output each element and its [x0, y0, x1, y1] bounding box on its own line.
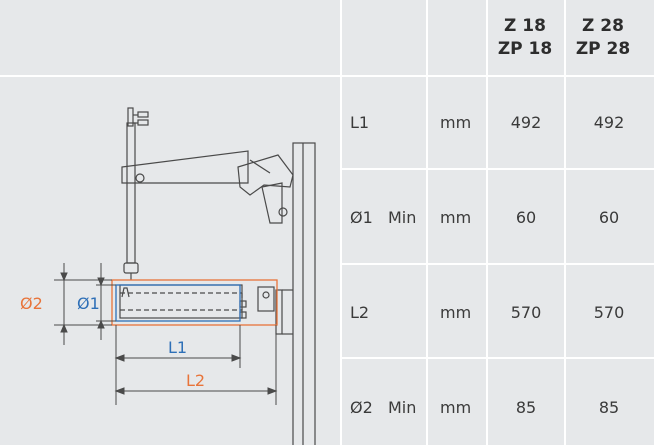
row-4-unit: mm: [440, 398, 472, 417]
d1-label: Ø1: [77, 294, 100, 313]
outer-dimension-box: [111, 279, 278, 326]
frame-post: [292, 142, 316, 445]
hinge-detail: [249, 159, 271, 174]
row-divider: [342, 263, 654, 265]
row-1-val2: 492: [593, 113, 625, 132]
key-bit-1: [137, 111, 149, 118]
column-divider: [426, 0, 428, 445]
row-2-param: Ø1: [350, 208, 373, 227]
cylinder-hook: [121, 287, 130, 298]
key-stem: [127, 107, 134, 127]
row-4-qualifier: Min: [388, 398, 417, 417]
row-3-unit: mm: [440, 303, 472, 322]
row-divider: [342, 357, 654, 359]
l1-label: L1: [168, 338, 187, 357]
column-divider: [564, 0, 566, 445]
d1-arrow-bottom: [97, 319, 105, 329]
diagram-svg: Ø2 Ø1 L1 L2: [20, 107, 316, 445]
row-divider: [342, 75, 654, 77]
row-1-param: L1: [350, 113, 370, 132]
row-3-param: L2: [350, 303, 370, 322]
end-fitting: [257, 286, 275, 312]
cylinder-body: [119, 284, 243, 319]
l2-arrow-left: [114, 387, 125, 395]
mechanism-diagram: Ø2 Ø1 L1 L2: [0, 75, 340, 445]
handle-rod: [126, 122, 136, 264]
d2-label: Ø2: [20, 294, 43, 313]
row-2-val1: 60: [515, 208, 537, 227]
header-divider: [0, 75, 340, 77]
value-column-2: [566, 77, 654, 445]
end-fitting-bolt: [262, 291, 270, 299]
wall-mount: [275, 289, 283, 335]
d2-arrow-top: [60, 272, 68, 282]
row-divider: [342, 168, 654, 170]
header-model-z28-line2: ZP 28: [575, 39, 631, 59]
row-4-val2: 85: [598, 398, 620, 417]
small-cap-2: [239, 311, 247, 319]
small-cap-1: [239, 300, 247, 308]
row-2-unit: mm: [440, 208, 472, 227]
param-column: [342, 77, 426, 445]
diagram-panel: [0, 77, 340, 445]
row-1-val1: 492: [510, 113, 542, 132]
row-2-val2: 60: [598, 208, 620, 227]
handle-tip: [123, 262, 139, 274]
l2-label: L2: [186, 371, 205, 390]
inner-dimension-box: [115, 284, 241, 322]
hinge-pin: [278, 207, 288, 217]
l2-arrow-right: [267, 387, 278, 395]
column-divider: [486, 0, 488, 445]
row-2-qualifier: Min: [388, 208, 417, 227]
hinge-plate: [261, 182, 283, 224]
header-model-z28: Z 28 ZP 28: [566, 15, 640, 61]
d1-arrow-top: [97, 277, 105, 287]
value-column-1: [488, 77, 564, 445]
hinge-bracket: [237, 154, 294, 196]
lever-arm: [121, 150, 249, 184]
lever-pivot: [135, 173, 145, 183]
header-model-z18: Z 18 ZP 18: [488, 15, 562, 61]
column-divider: [340, 0, 342, 445]
header-model-z18-line2: ZP 18: [497, 39, 553, 59]
header-model-z28-line1: Z 28: [582, 16, 624, 36]
row-4-param: Ø2: [350, 398, 373, 417]
row-3-val2: 570: [593, 303, 625, 322]
row-3-val1: 570: [510, 303, 542, 322]
unit-column: [428, 77, 486, 445]
l1-arrow-right: [231, 354, 242, 362]
d2-arrow-bottom: [60, 323, 68, 333]
row-1-unit: mm: [440, 113, 472, 132]
key-bit-2: [137, 119, 149, 126]
row-4-val1: 85: [515, 398, 537, 417]
header-model-z18-line1: Z 18: [504, 16, 546, 36]
table-header-row: [0, 0, 654, 75]
l1-arrow-left: [114, 354, 125, 362]
